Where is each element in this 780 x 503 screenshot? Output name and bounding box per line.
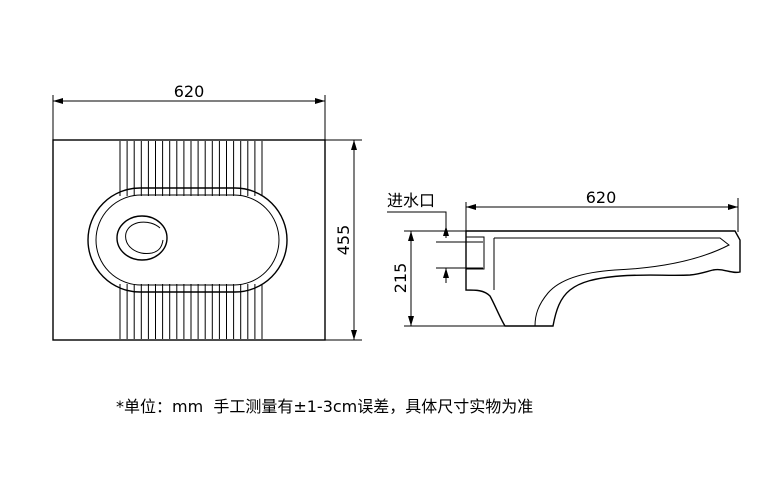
bowl-inner-rim: [95, 194, 280, 286]
depth-label: 455: [334, 225, 353, 256]
bowl-inner-line: [493, 237, 730, 327]
foot-rest-ribs-bottom: [119, 284, 263, 339]
top-view: 620 455: [52, 82, 362, 341]
length-label: 620: [586, 188, 617, 207]
height-label: 215: [391, 263, 410, 294]
bowl-outline: [87, 187, 288, 293]
footnote: *单位：mm 手工测量有±1-3cm误差，具体尺寸实物为准: [116, 397, 533, 416]
inlet-pipe: [436, 236, 485, 283]
side-view: 进水口 620 215: [387, 188, 741, 327]
foot-rest-ribs-top: [119, 141, 263, 196]
width-dimension: 620: [52, 82, 326, 140]
depth-dimension: 455: [325, 139, 362, 341]
height-dimension: 215: [391, 230, 505, 327]
inlet-label: 进水口: [387, 191, 435, 210]
pan-outline: [52, 139, 326, 341]
inlet-callout: 进水口: [387, 191, 449, 238]
drain-inner: [125, 221, 164, 255]
pan-side-profile: [465, 230, 741, 327]
drain-outer: [116, 215, 168, 261]
width-label: 620: [174, 82, 205, 101]
length-dimension: 620: [465, 188, 739, 262]
